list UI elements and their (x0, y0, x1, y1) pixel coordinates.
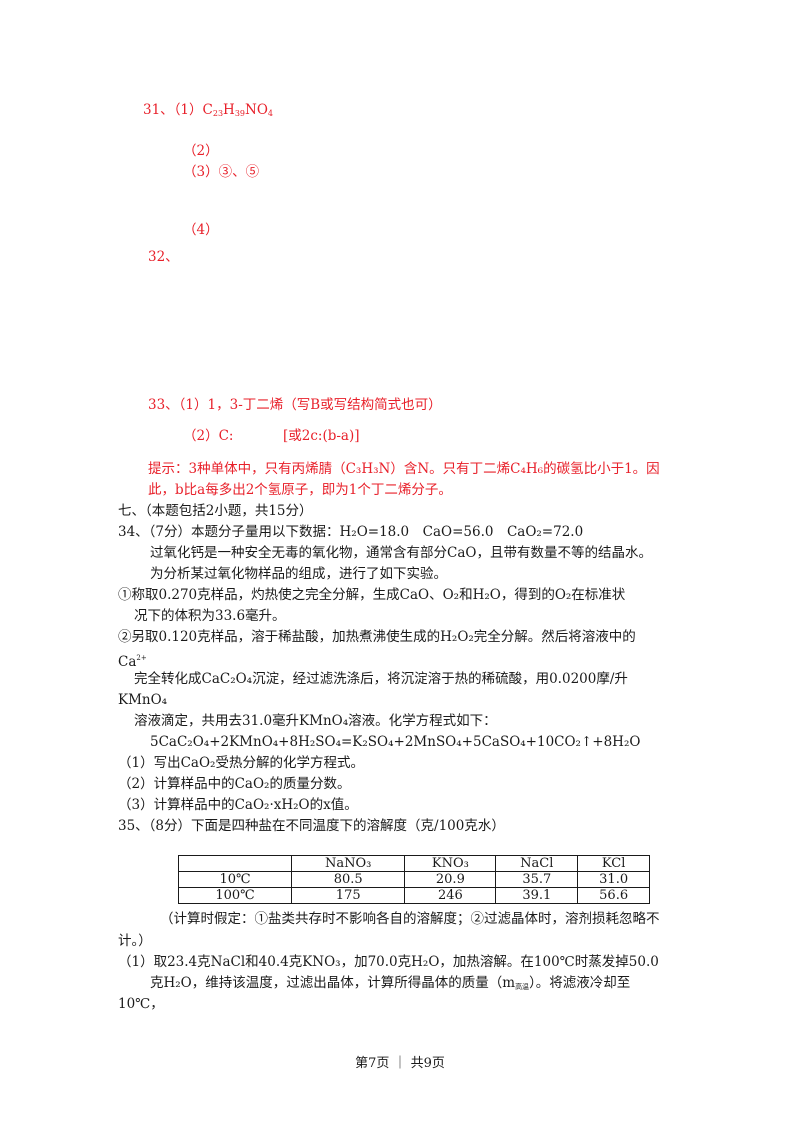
q34-step-1a: ①称取0.270克样品，灼热使之完全分解，生成CaO、O₂和H₂O，得到的O₂在… (118, 587, 626, 603)
q35-part-1b-main: 克H₂O，维持该温度，过滤出晶体，计算所得晶体的质量（m (150, 975, 516, 991)
q35-part-1c: 10℃， (118, 996, 164, 1012)
q34-step-1b: 况下的体积为33.6毫升。 (134, 608, 286, 624)
answer-31-number: 31、 (143, 102, 174, 118)
table-cell: 175 (290, 887, 406, 904)
table-row: 100℃ 175 246 39.1 56.6 (178, 887, 650, 904)
page-footer: 第7页 ｜ 共9页 (355, 1056, 445, 1071)
q35-note-2: 计。） (118, 933, 152, 949)
table-header-cell (178, 855, 292, 872)
q34-step-2b: Ca2+ (118, 649, 147, 671)
answer-31-3: （3）③、⑤ (183, 164, 260, 180)
q34-heading: 34、（7分）本题分子量用以下数据：H₂O=18.0 CaO=56.0 CaO₂… (118, 524, 584, 540)
q34-step-2c: 完全转化成CaC₂O₄沉淀，经过滤洗涤后，将沉淀溶于热的稀硫酸，用0.0200摩… (134, 671, 628, 687)
q35-part-1b: 克H₂O，维持该温度，过滤出晶体，计算所得晶体的质量（m高温）。将滤液冷却至 (150, 974, 630, 996)
table-header-row: NaNO₃ KNO₃ NaCl KCl (178, 855, 650, 872)
calcium-ion-charge: 2+ (136, 654, 147, 662)
table-row: 10℃ 80.5 20.9 35.7 31.0 (178, 871, 650, 888)
table-cell: 80.5 (290, 871, 406, 888)
table-header-cell: NaNO₃ (290, 855, 406, 872)
table-cell: 56.6 (577, 887, 650, 904)
table-cell: 20.9 (404, 871, 497, 888)
answer-31-1-end: NO (245, 102, 268, 118)
q34-paragraph-2: 为分析某过氧化物样品的组成，进行了如下实验。 (150, 566, 447, 582)
answer-33-2-a: （2）C: (183, 428, 234, 444)
q35-mass-subscript: 高温 (515, 983, 530, 991)
q35-part-1b-end: ）。将滤液冷却至 (529, 975, 631, 991)
solubility-table: NaNO₃ KNO₃ NaCl KCl 10℃ 80.5 20.9 35.7 3… (178, 855, 650, 904)
table-cell: 35.7 (495, 871, 579, 888)
answer-31-1-mid: H (223, 102, 235, 118)
q34-question-3: （3）计算样品中的CaO₂·xH₂O的x值。 (118, 797, 358, 813)
section-7-heading: 七、（本题包括2小题，共15分） (118, 503, 313, 519)
table-cell: 39.1 (495, 887, 579, 904)
table-cell: 246 (404, 887, 497, 904)
hint-line-2: 此，b比a每多出2个氢原子，即为1个丁二烯分子。 (148, 482, 452, 498)
table-cell: 31.0 (577, 871, 650, 888)
q34-step-2a: ②另取0.120克样品，溶于稀盐酸，加热煮沸使生成的H₂O₂完全分解。然后将溶液… (118, 629, 636, 645)
q35-heading: 35、（8分）下面是四种盐在不同温度下的溶解度（克/100克水） (118, 818, 505, 834)
answer-33-2-b: [或2c:(b-a)] (283, 428, 360, 444)
q34-equation: 5CaC₂O₄+2KMnO₄+8H₂SO₄=K₂SO₄+2MnSO₄+5CaSO… (150, 734, 641, 750)
table-header-cell: NaCl (495, 855, 579, 872)
answer-31-line: 31、（1）C23H39NO4 (143, 101, 273, 123)
q35-part-1a: （1）取23.4克NaCl和40.4克KNO₃，加70.0克H₂O，加热溶解。在… (118, 954, 659, 970)
answer-31-1-sub3: 4 (267, 109, 273, 118)
answer-33-1: 33、（1）1，3-丁二烯（写B或写结构简式也可） (148, 397, 442, 413)
q34-step-2d: KMnO₄ (118, 692, 168, 708)
q34-paragraph-1: 过氧化钙是一种安全无毒的氧化物，通常含有部分CaO，且带有数量不等的结晶水。 (150, 545, 652, 561)
answer-32: 32、 (148, 249, 179, 265)
answer-31-2: （2） (183, 143, 219, 159)
table-cell: 100℃ (178, 887, 292, 904)
answer-31-1-a: （1）C (173, 102, 213, 118)
calcium-ion: Ca (118, 654, 137, 670)
answer-31-4: （4） (183, 222, 219, 238)
table-header-cell: KCl (577, 855, 650, 872)
table-header-cell: KNO₃ (404, 855, 497, 872)
q34-step-2e: 溶液滴定，共用去31.0毫升KMnO₄溶液。化学方程式如下： (134, 713, 497, 729)
answer-31-1-sub1: 23 (212, 109, 224, 118)
answer-31-1-sub2: 39 (234, 109, 246, 118)
hint-line-1: 提示：3种单体中，只有丙烯腈（C₃H₃N）含N。只有丁二烯C₄H₆的碳氢比小于1… (148, 461, 660, 477)
q34-question-2: （2）计算样品中的CaO₂的质量分数。 (118, 776, 351, 792)
q35-note-1: （计算时假定：①盐类共存时不影响各自的溶解度；②过滤晶体时，溶剂损耗忽略不 (160, 911, 660, 927)
q34-question-1: （1）写出CaO₂受热分解的化学方程式。 (118, 755, 364, 771)
table-cell: 10℃ (178, 871, 292, 888)
